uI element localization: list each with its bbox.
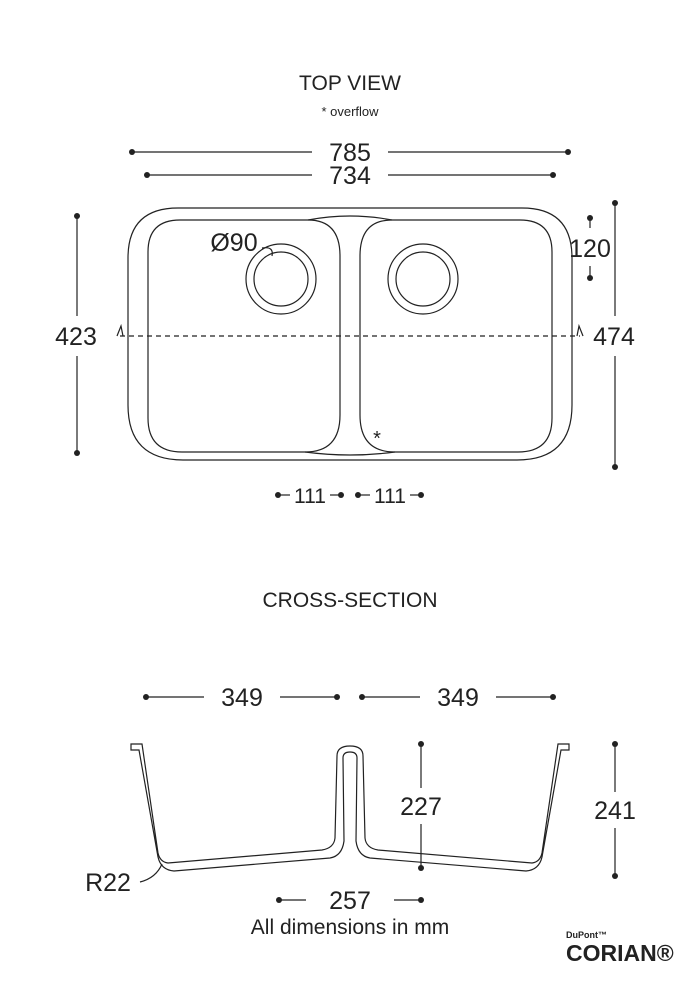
radius-label: R22 (85, 869, 131, 897)
dimension-474: 474 (593, 200, 635, 470)
bottom-width-label: 257 (329, 887, 371, 915)
bowl-depth-label: 227 (400, 793, 442, 821)
top-view-title: TOP VIEW (299, 72, 401, 95)
dimension-120: 120 (569, 215, 611, 281)
corian-logo: DuPont™ CORIAN® (566, 930, 674, 966)
drain-diameter-label: Ø90 (210, 229, 257, 257)
units-note: All dimensions in mm (251, 916, 449, 939)
drain-offset-label: 120 (569, 235, 611, 263)
dimension-785: 785 (129, 139, 571, 167)
right-bowl-label: 349 (437, 684, 479, 712)
dimension-257: 257 (276, 887, 424, 915)
dimension-111-right: 111 (355, 485, 424, 508)
radius-leader (139, 863, 163, 883)
dimension-423: 423 (55, 213, 97, 456)
overall-length-label: 785 (329, 139, 371, 167)
dimension-241: 241 (594, 741, 636, 879)
inner-length-label: 734 (329, 162, 371, 190)
sink-top-outline (127, 207, 573, 461)
cross-section-title: CROSS-SECTION (262, 589, 437, 612)
brand-small-text: DuPont™ (566, 930, 607, 940)
diameter-leader (261, 247, 273, 257)
brand-large-text: CORIAN® (566, 940, 674, 966)
overflow-note: * overflow (321, 104, 379, 119)
dimension-349-right: 349 (359, 684, 556, 712)
left-drain-icon (245, 243, 317, 315)
overall-width-label: 423 (55, 323, 97, 351)
outer-width-label: 474 (593, 323, 635, 351)
right-drain-icon (387, 243, 459, 315)
bowl-gap-right-label: 111 (374, 485, 406, 508)
section-cut-line (116, 323, 584, 337)
sink-section-profile (130, 743, 570, 872)
overflow-marker: * (373, 428, 381, 450)
bowl-gap-left-label: 111 (294, 485, 326, 508)
total-depth-label: 241 (594, 797, 636, 825)
dimension-349-left: 349 (143, 684, 340, 712)
dimension-111-left: 111 (275, 485, 344, 508)
left-bowl-label: 349 (221, 684, 263, 712)
dimension-734: 734 (144, 162, 556, 190)
dimension-227: 227 (400, 741, 442, 871)
